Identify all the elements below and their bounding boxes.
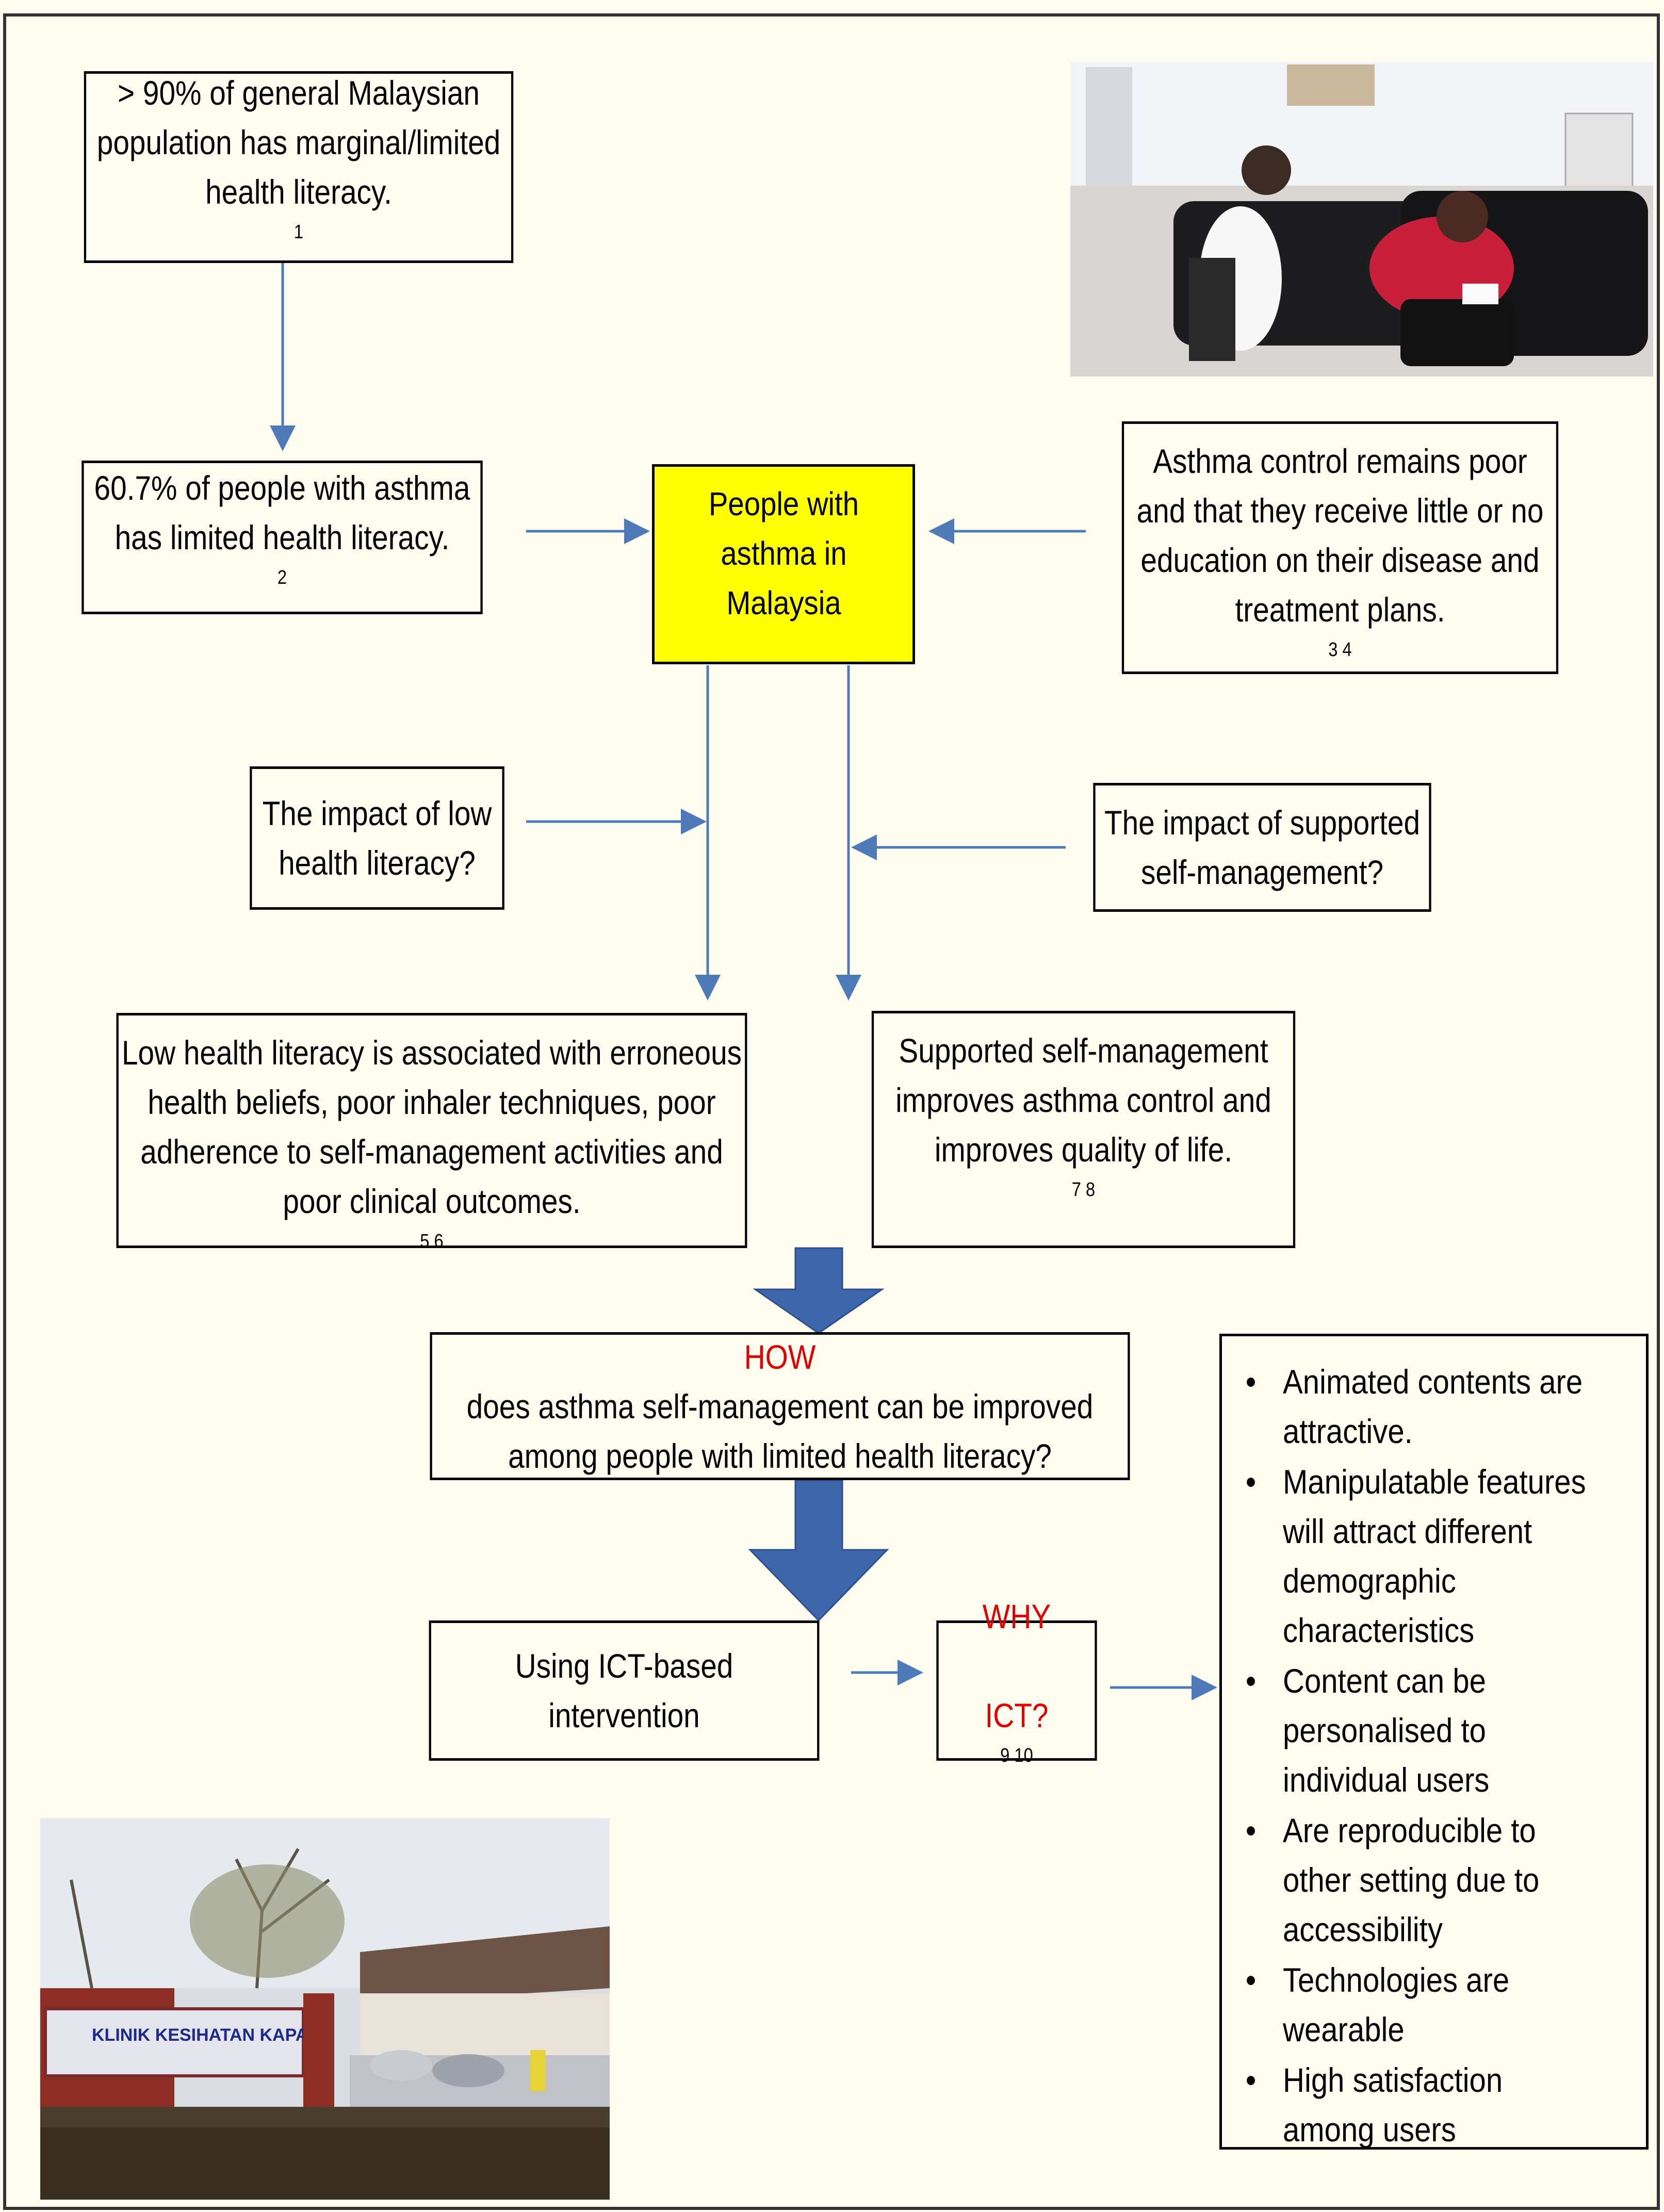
why-line1: WHY — [982, 1597, 1051, 1635]
box-low-literacy-outcomes: Low health literacy is associated with e… — [116, 1013, 747, 1251]
box-text: does asthma self-management can be impro… — [466, 1387, 1094, 1475]
box-self-management-benefits: Supported self-management improves asthm… — [871, 1011, 1296, 1248]
big-arrow-2 — [748, 1479, 889, 1622]
citation: 9 10 — [1000, 1745, 1033, 1766]
box-text: > 90% of general Malaysian population ha… — [96, 74, 501, 211]
box-how-question: HOW does asthma self-management can be i… — [430, 1332, 1130, 1480]
list-item: Animated contents are attractive. — [1237, 1357, 1588, 1456]
list-item: Content can be personalised to individua… — [1237, 1656, 1588, 1805]
box-malaysian-population: > 90% of general Malaysian population ha… — [84, 71, 514, 263]
clinic-sign-text: KLINIK KESIHATAN KAPAR — [92, 2025, 321, 2045]
photo-clinic-building: KLINIK KESIHATAN KAPAR — [40, 1818, 610, 2200]
list-item: High satisfaction among users — [1237, 2055, 1588, 2154]
big-arrow-1 — [753, 1247, 885, 1334]
citation: 2 — [277, 567, 287, 588]
box-text: Supported self-management improves asthm… — [895, 1031, 1271, 1169]
list-item: Technologies are wearable — [1237, 1955, 1588, 2054]
citation: 1 — [293, 221, 304, 243]
box-asthma-control-poor: Asthma control remains poor and that the… — [1121, 421, 1559, 674]
list-item: Are reproducible to other setting due to… — [1237, 1806, 1588, 1954]
why-ict-list: Animated contents are attractive. Manipu… — [1219, 1334, 1649, 2150]
box-question-low-literacy: The impact of low health literacy? — [250, 766, 504, 910]
citation: 7 8 — [1071, 1179, 1096, 1201]
box-asthma-health-literacy: 60.7% of people with asthma has limited … — [81, 461, 483, 614]
citation: 5 6 — [420, 1231, 444, 1252]
box-people-with-asthma: People with asthma in Malaysia — [652, 464, 915, 664]
why-line2: ICT? — [985, 1696, 1049, 1734]
box-text: The impact of supported self-management? — [1104, 804, 1421, 891]
box-text: Low health literacy is associated with e… — [121, 1034, 742, 1220]
box-text: The impact of low health literacy? — [262, 794, 492, 882]
box-text: 60.7% of people with asthma has limited … — [94, 469, 470, 556]
box-ict-intervention: Using ICT-based intervention — [429, 1620, 820, 1761]
box-why-ict: WHY ICT? 9 10 — [936, 1597, 1097, 1765]
box-text: Using ICT-based intervention — [515, 1647, 733, 1734]
box-question-self-management: The impact of supported self-management? — [1093, 783, 1431, 912]
how-highlight: HOW — [744, 1337, 816, 1376]
box-text: Asthma control remains poor and that the… — [1136, 442, 1544, 629]
box-text: People with asthma in Malaysia — [708, 485, 859, 621]
list-item: Manipulatable features will attract diff… — [1237, 1457, 1588, 1655]
photo-clinic-treatment — [1070, 62, 1653, 376]
citation: 3 4 — [1328, 639, 1352, 661]
